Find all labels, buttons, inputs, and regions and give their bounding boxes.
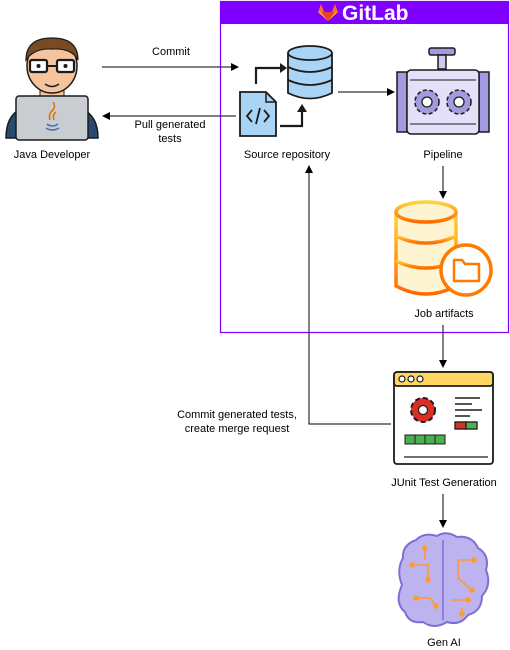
job-artifacts-icon — [394, 200, 493, 297]
junit-label: JUnit Test Generation — [391, 477, 497, 489]
gitlab-title: GitLab — [342, 2, 409, 25]
merge-label-line1: Commit generated tests, — [177, 409, 297, 421]
database-icon — [287, 45, 333, 100]
merge-label-line2: create merge request — [185, 423, 290, 435]
folder-icon — [439, 243, 493, 297]
developer-label: Java Developer — [14, 149, 91, 161]
gear-icon — [446, 89, 472, 115]
gitlab-container: GitLab — [219, 0, 510, 334]
artifacts-label: Job artifacts — [414, 308, 474, 320]
genai-label: Gen AI — [427, 637, 461, 649]
pipeline-icon — [396, 47, 490, 135]
gear-icon — [414, 89, 440, 115]
merge-request-arrow — [305, 165, 391, 425]
repository-label: Source repository — [244, 149, 331, 161]
pull-label-line1: Pull generated — [135, 119, 206, 131]
pipeline-label: Pipeline — [423, 149, 462, 161]
brain-icon — [397, 532, 490, 627]
junit-generator-icon — [393, 371, 494, 465]
commit-label: Commit — [152, 46, 190, 58]
pull-label-line2: tests — [158, 133, 182, 145]
progress-bar — [404, 434, 446, 445]
code-file-icon — [239, 91, 277, 137]
gitlab-logo-icon — [318, 4, 338, 21]
developer-icon — [5, 37, 99, 141]
toggle-switch-icon — [454, 421, 478, 430]
gitlab-header-bar — [220, 1, 509, 24]
repository-icon — [239, 45, 333, 137]
java-logo-icon — [45, 101, 60, 131]
settings-gear-icon — [410, 397, 436, 423]
